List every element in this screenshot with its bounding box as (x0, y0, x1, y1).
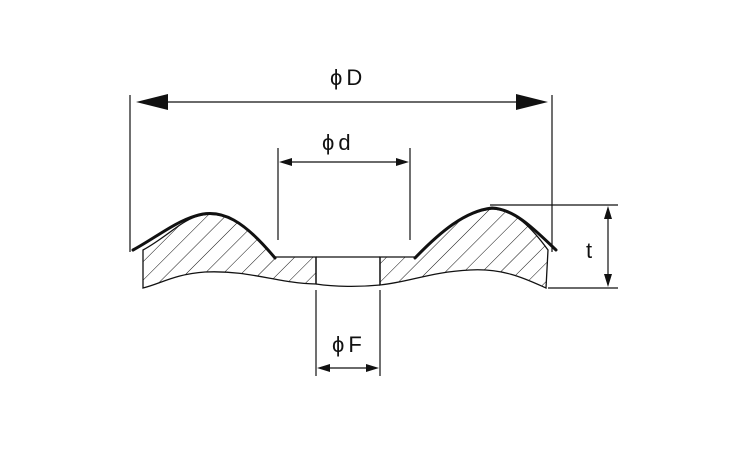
f-arrow-left (317, 364, 330, 372)
thickness-label: t (586, 238, 592, 263)
left-wave-top-edge (131, 211, 277, 260)
t-arrow-top (604, 206, 612, 219)
hole-diameter-symbol: ϕ (332, 332, 344, 357)
outer-diameter-letter: D (346, 65, 362, 90)
outer-diameter-symbol: ϕ (330, 65, 342, 90)
inner-diameter-symbol: ϕ (322, 130, 334, 155)
hole-diameter-letter: F (348, 332, 361, 357)
inner-diameter-letter: d (338, 130, 350, 155)
hole-bottom-edge (315, 283, 381, 288)
d-outer-arrow-right (516, 94, 548, 110)
left-hatched-section (142, 213, 317, 289)
thickness-dimension: t (490, 204, 618, 289)
t-arrow-bottom (604, 274, 612, 287)
right-wave-top-edge (413, 206, 558, 260)
washer-section (131, 206, 558, 289)
d-outer-arrow-left (136, 94, 168, 110)
d-inner-arrow-left (279, 158, 292, 166)
f-arrow-right (366, 364, 379, 372)
d-inner-arrow-right (396, 158, 409, 166)
